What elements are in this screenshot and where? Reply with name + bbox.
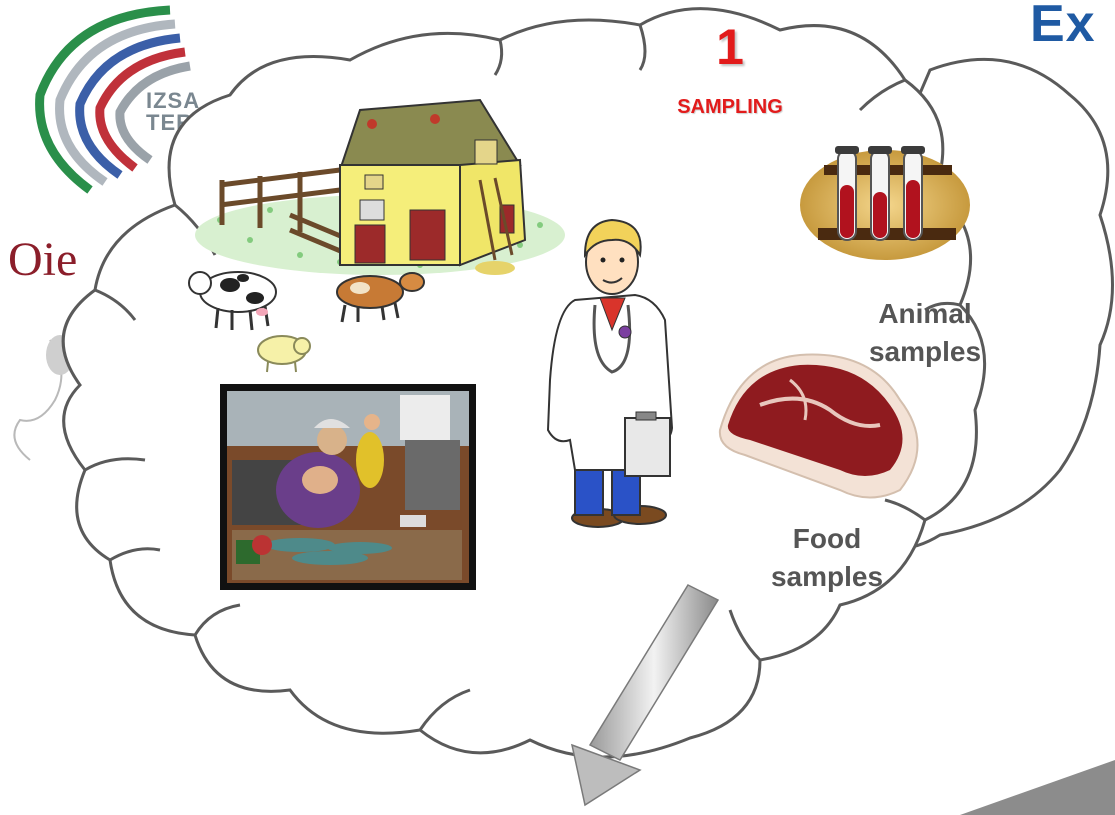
slide-title: Ex xyxy=(1030,0,1096,53)
farm-barn-icon xyxy=(195,98,565,275)
animal-samples-line1: Animal xyxy=(878,298,972,329)
down-arrow-icon xyxy=(570,584,720,807)
raw-meat-icon xyxy=(718,353,919,499)
animal-samples-label: Animal samples xyxy=(825,295,1025,371)
step-number: 1 xyxy=(716,19,744,75)
food-samples-label: Food samples xyxy=(727,520,927,596)
test-tubes-icon xyxy=(800,146,970,260)
step-label: SAMPLING xyxy=(677,96,783,118)
cow-icon xyxy=(188,271,277,331)
brown-cow-icon xyxy=(336,272,425,323)
veterinarian-icon xyxy=(546,218,674,528)
oie-logo: Oie xyxy=(8,233,78,286)
bottom-right-wedge xyxy=(960,760,1115,815)
fish-market-worker-icon xyxy=(220,384,476,590)
izs-logo-arcs xyxy=(35,5,191,194)
food-samples-line1: Food xyxy=(792,523,862,554)
cloud-inner-arcs xyxy=(84,24,961,731)
food-samples-line2: samples xyxy=(770,561,884,592)
sheep-icon xyxy=(257,335,311,373)
animal-samples-line2: samples xyxy=(868,336,982,367)
